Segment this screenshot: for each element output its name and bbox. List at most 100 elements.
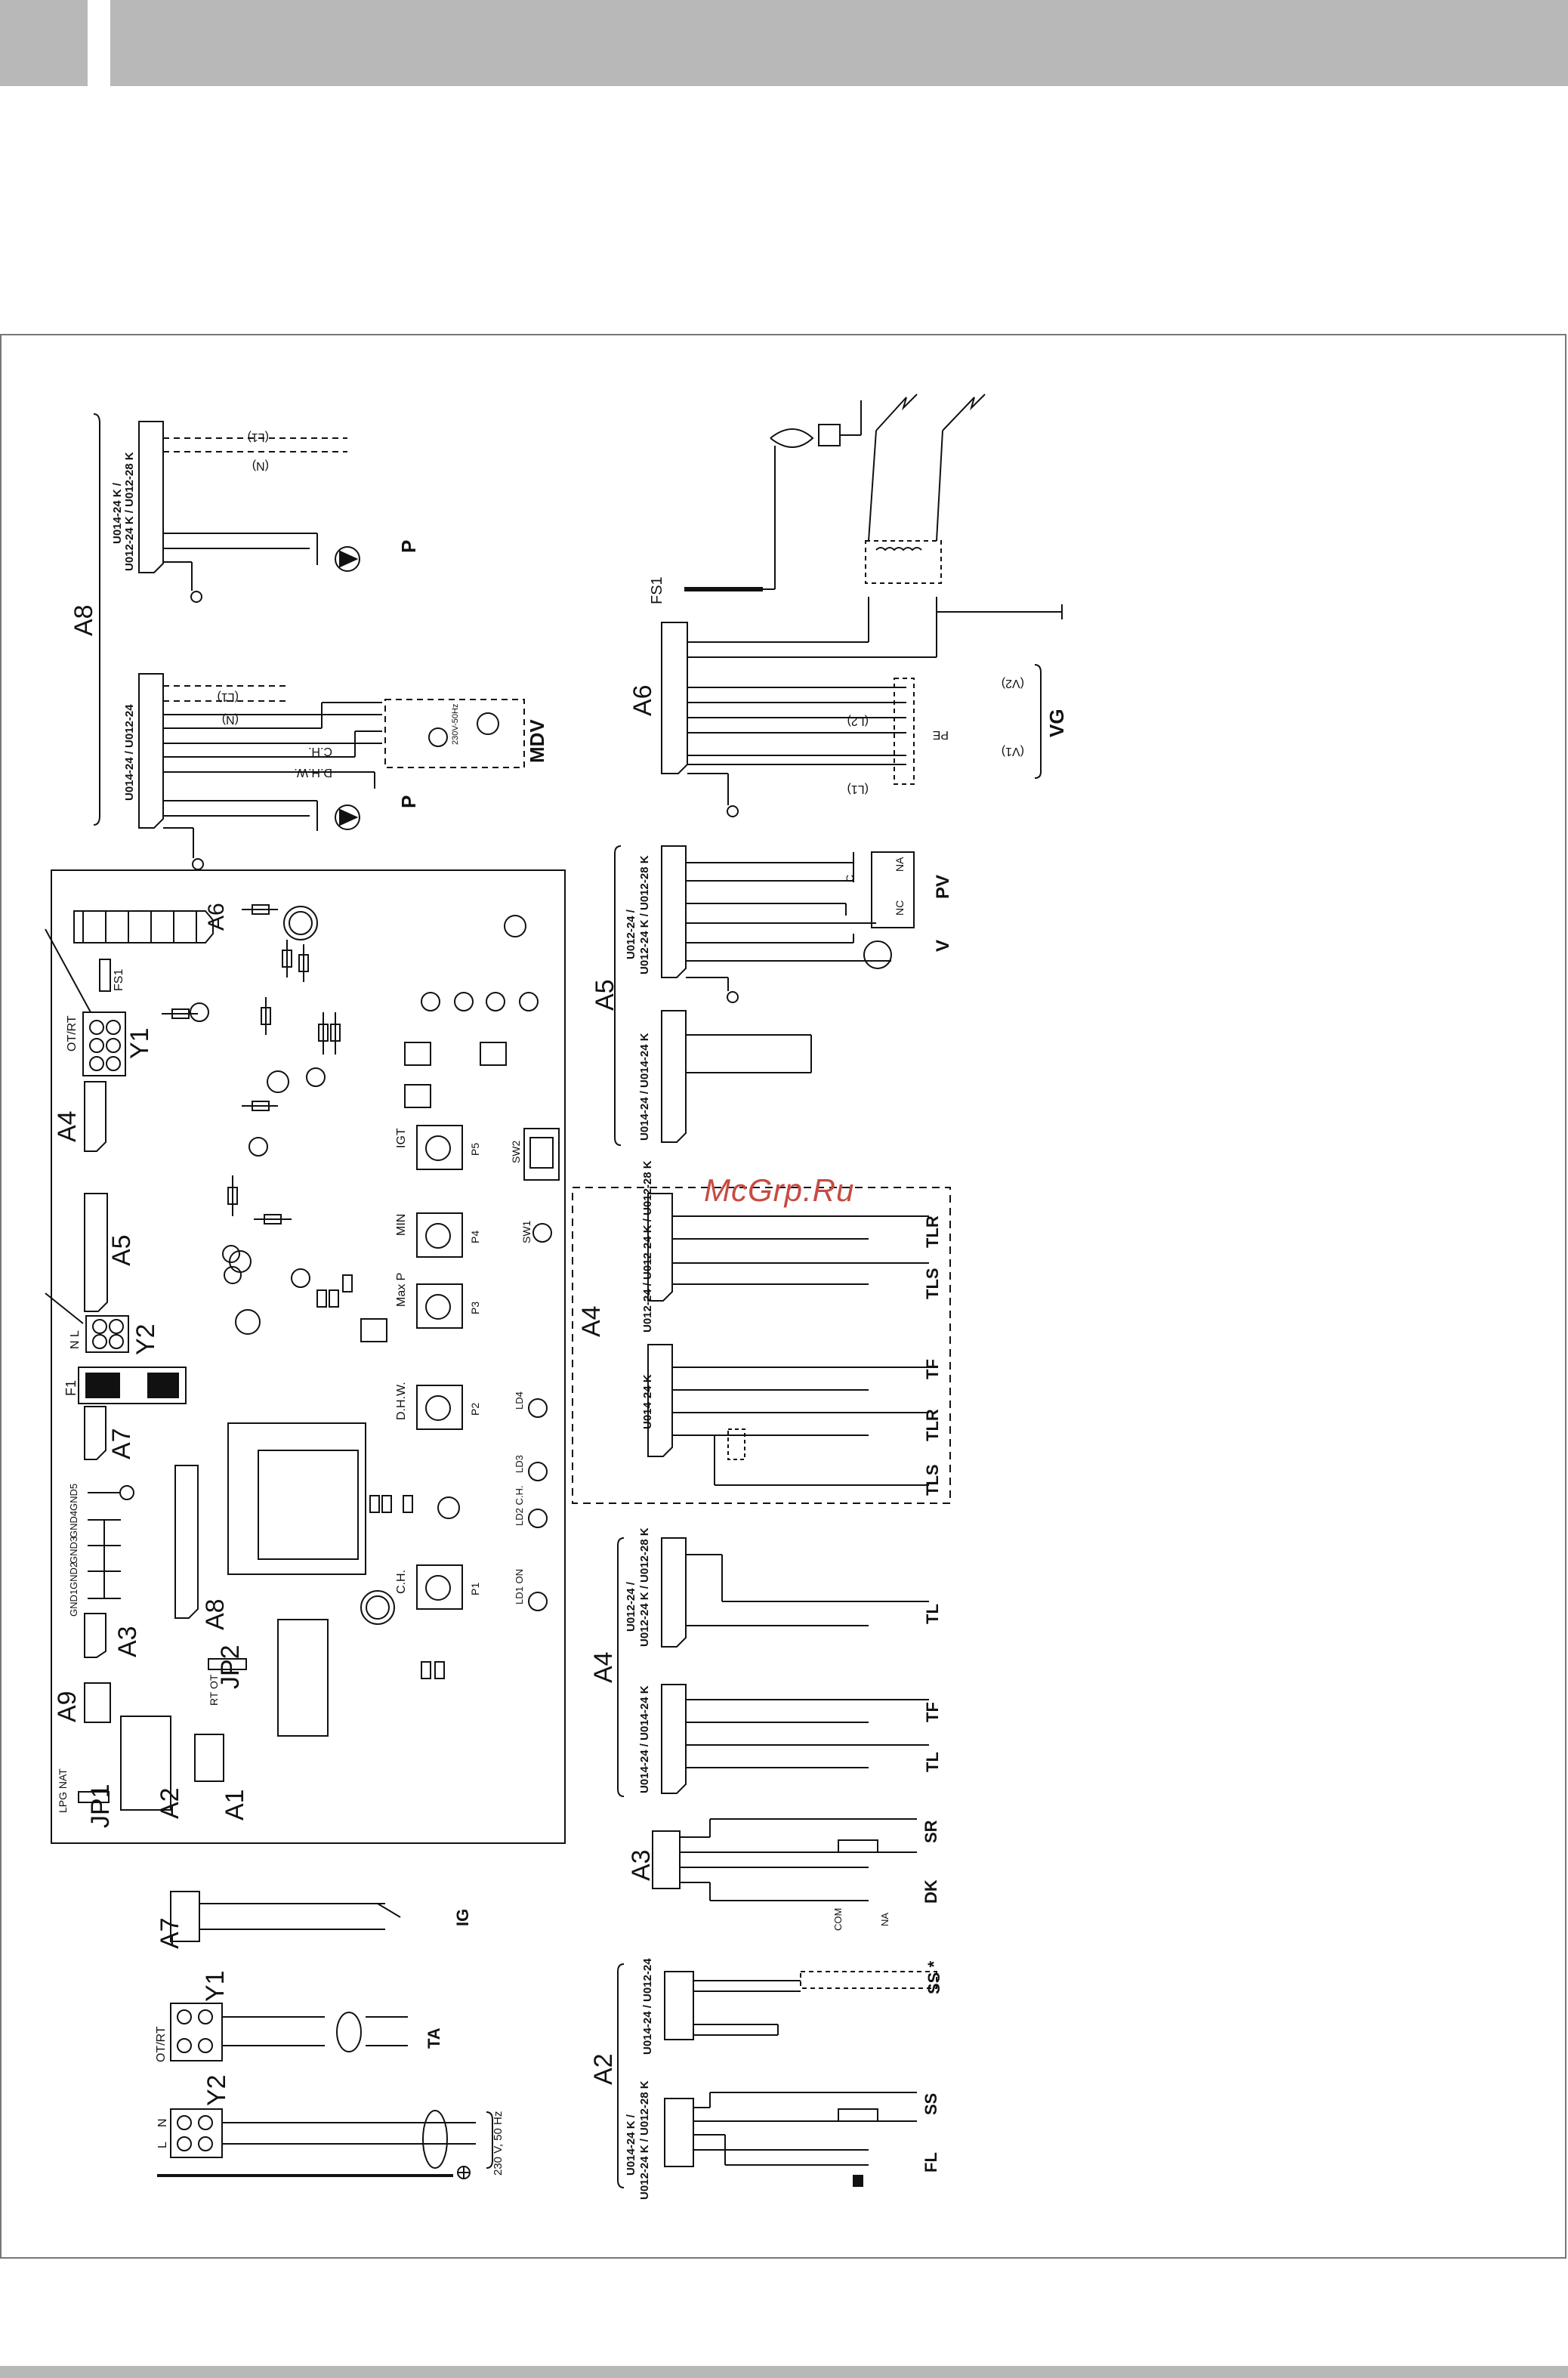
label-a2-k-model-1: U014-24 K /: [625, 2114, 637, 2176]
label-pot-maxp: Max P: [395, 1273, 408, 1307]
label-tl-2: TL: [923, 1752, 942, 1772]
a2-k-connector: [664, 2098, 694, 2167]
label-tl-1: TL: [923, 1604, 942, 1624]
label-gnd5: GND5: [68, 1484, 79, 1511]
sw2-switch: [523, 1128, 560, 1181]
label-ss: SS: [921, 2093, 940, 2115]
pot-p3: [416, 1283, 463, 1329]
label-y1-board-ot: OT/RT: [66, 1015, 79, 1052]
label-y1-lower-ot: OT/RT: [155, 2026, 168, 2062]
label-led-ld3: LD3: [514, 1455, 525, 1473]
transformer: [227, 1422, 366, 1575]
label-y2-lower: Y2: [202, 2074, 231, 2106]
label-sw1: SW1: [520, 1220, 532, 1243]
gnd-posts: [88, 1485, 134, 1599]
a5-std-connector: [661, 1010, 687, 1143]
label-tlr-2: TLR: [923, 1409, 942, 1441]
watermark: McGrp.Ru: [704, 1172, 855, 1208]
led-ld3: [528, 1462, 548, 1481]
ic-2: [480, 1042, 507, 1066]
a4-lower-a-connector: [661, 1684, 687, 1794]
label-sw2: SW2: [510, 1140, 522, 1163]
label-a7-lower: A7: [156, 1917, 184, 1949]
label-v: V: [933, 940, 953, 952]
label-a8-std-n: (N): [222, 713, 239, 726]
pump-p-std: [335, 805, 360, 830]
label-pot-min: MIN: [395, 1214, 408, 1236]
label-tf-1: TF: [923, 1359, 942, 1379]
fs1-terminal: [99, 959, 111, 992]
label-pot-p5: P5: [469, 1143, 481, 1156]
label-sr: SR: [921, 1820, 940, 1843]
a9-connector-body: [84, 1682, 111, 1723]
label-y2-lower-n: N: [156, 2118, 169, 2127]
a8-k-connector: [138, 421, 164, 573]
label-dk-na: NA: [879, 1913, 890, 1926]
label-jp1-board: JP1: [86, 1784, 115, 1828]
label-pot-dhw: D.H.W.: [395, 1382, 408, 1420]
label-a4-lower: A4: [589, 1651, 618, 1683]
label-vg-v1: (V1): [1002, 745, 1024, 758]
label-pot-p1: P1: [469, 1583, 481, 1595]
label-vg-pe: PE: [933, 728, 949, 741]
diagram-frame: [0, 334, 1566, 2259]
label-vg-v2: (V2): [1002, 677, 1024, 690]
a2-connector-body: [120, 1716, 171, 1811]
pressure-switch-pv: [871, 851, 915, 928]
spark-electrode-1: [875, 394, 918, 431]
label-a8-std-l1: (L1): [218, 690, 239, 703]
label-a4-dashed-model-b: U012-24 / U012-24 K / U012-28 K: [641, 1160, 654, 1333]
a6-right-connector: [661, 622, 688, 774]
vg-brace: [1034, 664, 1042, 779]
label-pv-c: C: [844, 875, 856, 882]
label-y2-board: Y2: [131, 1323, 160, 1355]
led-ld1: [528, 1592, 548, 1611]
a2-std-connector: [664, 1971, 694, 2040]
pot-p2: [416, 1385, 463, 1430]
a1-connector-body: [194, 1734, 224, 1782]
label-a8-std-model: U014-24 / U012-24: [123, 704, 136, 801]
a4-connector-body: [84, 1081, 106, 1152]
pump-p-k: [335, 546, 360, 572]
label-a2-k-model-2: U012-24 K / U012-28 K: [638, 2080, 651, 2200]
label-mains: 230 V, 50 Hz: [492, 2111, 505, 2176]
label-gnd4: GND4: [68, 1511, 79, 1538]
label-pump-p-k: P: [397, 540, 420, 553]
a4-lower-brace: [617, 1537, 625, 1797]
label-a4-dashed: A4: [577, 1305, 606, 1337]
label-fs1-board: FS1: [113, 969, 125, 991]
label-gnd3: GND3: [68, 1536, 79, 1564]
label-a4-lower-model-a: U014-24 / U014-24 K: [638, 1685, 651, 1793]
label-a4-lower-model-2: U012-24 K / U012-28 K: [638, 1527, 651, 1647]
label-fs1-right: FS1: [649, 576, 665, 604]
led-ld4: [528, 1398, 548, 1418]
label-a3-board: A3: [113, 1626, 142, 1657]
label-mdv-spec: 230V-50Hz: [451, 704, 460, 745]
label-a8-k-l1: (L1): [248, 431, 269, 443]
a4-dashed-k1-connector: [647, 1193, 673, 1302]
small-components: [162, 904, 445, 1679]
control-board: [51, 869, 566, 1844]
a5-k-connector: [661, 845, 687, 978]
led-ld2: [528, 1509, 548, 1528]
label-a9-board: A9: [53, 1691, 82, 1722]
label-pot-p3: P3: [469, 1302, 481, 1314]
a5-brace: [614, 845, 622, 1146]
label-pot-p4: P4: [469, 1231, 481, 1243]
a3-lower-connector: [652, 1830, 681, 1889]
label-led-ld1: LD1 ON: [514, 1569, 525, 1604]
ignition-transformer: [865, 540, 942, 584]
sensor-ss: [838, 2108, 878, 2122]
label-a6-board: A6: [204, 903, 229, 931]
label-gnd1: GND1: [68, 1589, 79, 1617]
label-led-ld4: LD4: [514, 1391, 525, 1410]
label-a8-board: A8: [201, 1598, 230, 1630]
label-fl: FL: [921, 2152, 940, 2173]
a4-lower-b-connector: [661, 1537, 687, 1648]
label-pot-ch: C.H.: [395, 1570, 408, 1594]
label-pot-igt: IGT: [395, 1128, 408, 1148]
label-a6-right: A6: [628, 684, 657, 716]
pot-p4: [416, 1212, 463, 1258]
header-tab-block: [0, 0, 88, 86]
